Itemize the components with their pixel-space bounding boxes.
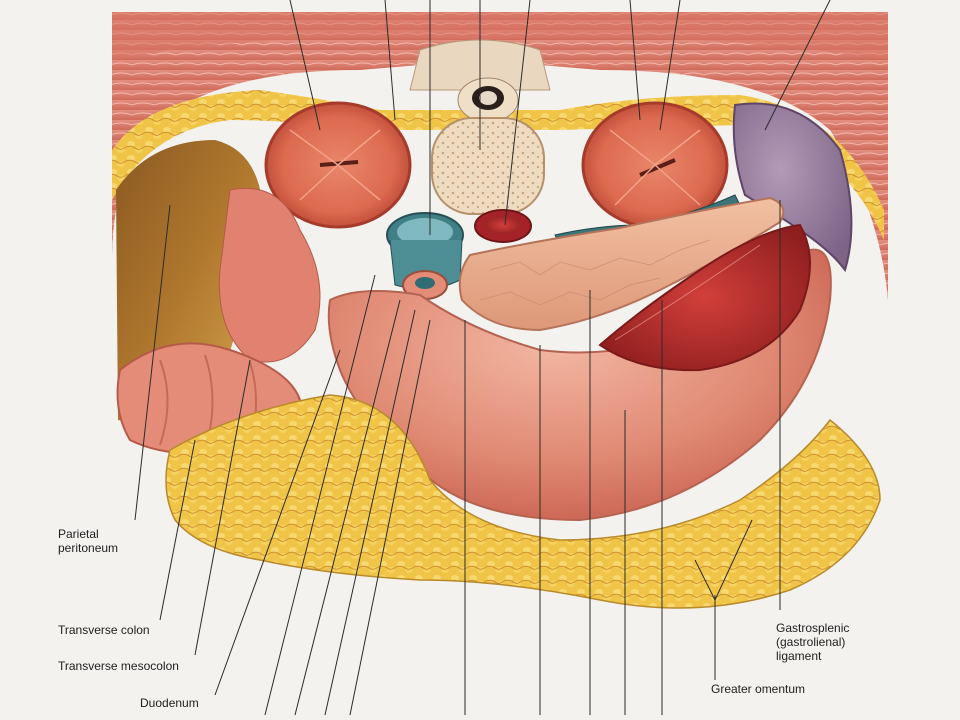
label-gastrosplenic-ligament: Gastrosplenic (gastrolienal) ligament — [776, 621, 850, 663]
greater-omentum — [165, 394, 881, 609]
label-greater-omentum: Greater omentum — [711, 682, 806, 696]
label-parietal-peritoneum: Parietal peritoneum — [58, 527, 119, 555]
label-transverse-mesocolon: Transverse mesocolon — [58, 659, 179, 673]
aorta — [474, 209, 532, 243]
label-duodenum: Duodenum — [140, 696, 199, 710]
spleen — [732, 102, 853, 273]
stomach-lumen — [598, 223, 811, 372]
duodenum — [402, 270, 448, 300]
colon-segment — [218, 187, 321, 363]
label-transverse-colon: Transverse colon — [58, 623, 150, 637]
leader-lines — [134, 0, 831, 716]
right-kidney — [264, 101, 412, 229]
